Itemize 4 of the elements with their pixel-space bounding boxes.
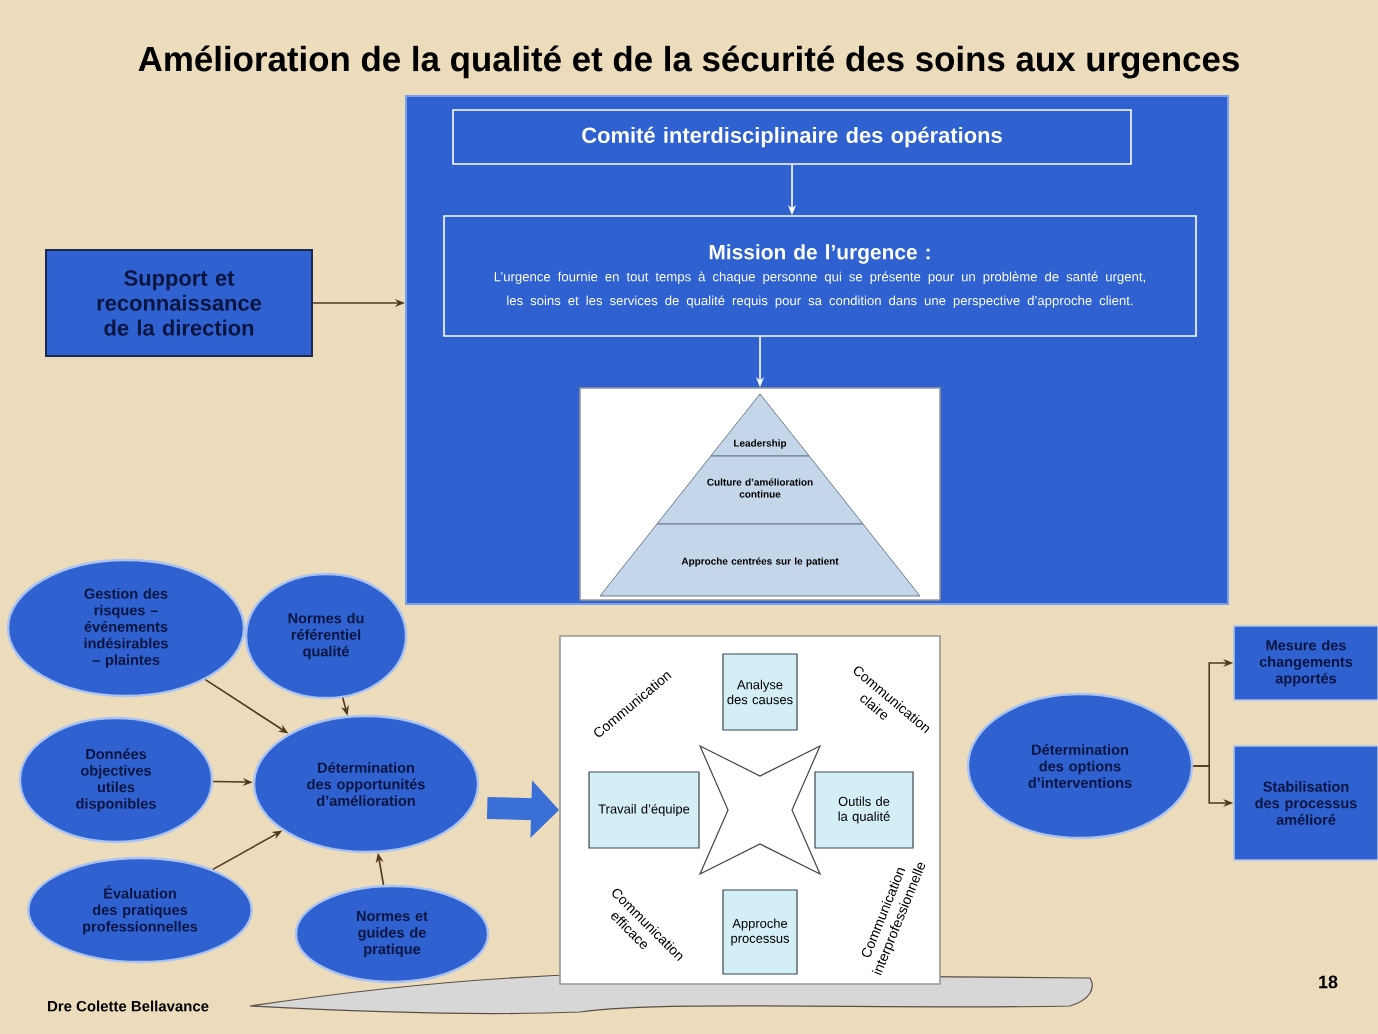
support-box: Support et reconnaissance de la direction [45, 249, 313, 357]
committee-box: Comité interdisciplinaire des opérations [452, 109, 1132, 165]
title: Amélioration de la qualité et de la sécurité des soins aux urgences [138, 45, 1239, 79]
page-number: 18 [1319, 975, 1338, 989]
